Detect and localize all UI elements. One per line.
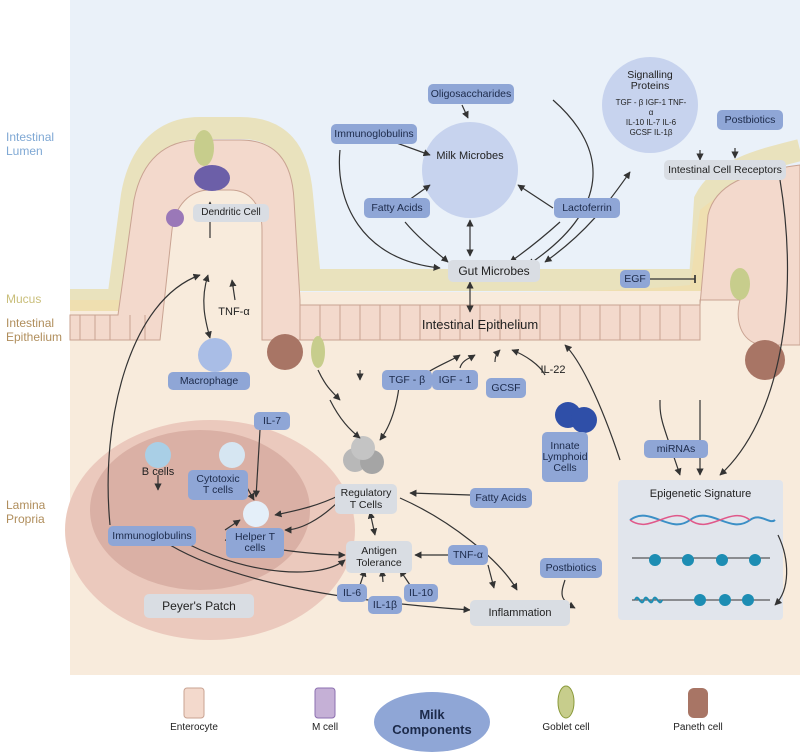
il7-box: IL-7: [254, 412, 290, 430]
lactoferrin-box: Lactoferrin: [554, 198, 620, 218]
milk-microbes-label: Milk Microbes: [436, 150, 504, 162]
dna-strand: [629, 514, 751, 526]
tnf-alpha-top-label: TNF-α: [218, 306, 250, 318]
signalling-item: IL-7: [646, 118, 661, 127]
signalling-item: TGF - β: [615, 98, 644, 107]
signalling-proteins-list: TGF - β IGF-1 TNF-α IL-10 IL-7 IL-6 GCSF…: [614, 98, 688, 138]
macrophage-box: Macrophage: [168, 372, 250, 390]
milk-microbes-circle: [422, 122, 518, 218]
postbiotics-top-box: Postbiotics: [717, 110, 783, 130]
legend-milk-components: Milk Components: [392, 707, 472, 737]
peyers-patch-box: Peyer's Patch: [144, 594, 254, 618]
helper-t-cell: [243, 501, 269, 527]
gcsf-box: GCSF: [486, 378, 526, 398]
goblet-cell: [311, 336, 325, 368]
region-label-epithelium: Intestinal Epithelium: [6, 316, 63, 344]
nucleosome: [682, 554, 694, 566]
cytotoxic-t-cell: [219, 442, 245, 468]
paneth-cell: [267, 334, 303, 370]
regulatory-t-cell: [351, 436, 375, 460]
immunoglobulins-lp-box: Immunoglobulins: [108, 526, 196, 546]
dendritic-cell-box: Dendritic Cell: [193, 204, 269, 222]
signalling-item: IL-10: [625, 118, 645, 127]
cytotoxic-t-cells-box: Cytotoxic T cells: [188, 470, 248, 500]
legend-m-cell: M cell: [311, 722, 339, 733]
igf1-box: IGF - 1: [432, 370, 478, 390]
il6-box: IL-6: [337, 584, 367, 602]
epigenetic-panel: [618, 480, 783, 620]
region-label-lamina: Lamina Propria: [6, 498, 46, 526]
nucleosome: [716, 554, 728, 566]
dna-strand: [629, 514, 776, 526]
b-cell: [145, 442, 171, 468]
helper-t-cells-box: Helper T cells: [226, 528, 284, 558]
goblet-cell: [730, 268, 750, 300]
b-cells-label: B cells: [141, 466, 175, 478]
oligosaccharides-box: Oligosaccharides: [428, 84, 514, 104]
peyers-patch-inner: [90, 430, 310, 590]
epithelium-cell-dividers: [79, 305, 681, 340]
nucleosome: [694, 594, 706, 606]
legend-paneth-cell: Paneth cell: [673, 722, 723, 733]
fatty-acids-top-box: Fatty Acids: [364, 198, 430, 218]
m-cell: [166, 209, 184, 227]
fatty-acids-lp-box: Fatty Acids: [470, 488, 532, 508]
signalling-item: TNF-α: [648, 98, 687, 117]
antigen-tolerance-box: Antigen Tolerance: [346, 541, 412, 573]
mirnas-box: miRNAs: [644, 440, 708, 458]
legend-enterocyte: Enterocyte: [170, 722, 218, 733]
signalling-item: IL-6: [662, 118, 677, 127]
legend-goblet-cell: Goblet cell: [542, 722, 590, 733]
il10-box: IL-10: [404, 584, 438, 602]
il1b-box: IL-1β: [368, 596, 402, 614]
enterocyte-icon: [183, 687, 205, 719]
postbiotics-lp-box: Postbiotics: [540, 558, 602, 578]
dendritic-cell-body: [194, 165, 230, 191]
milk-components-badge: [374, 692, 490, 752]
nucleosome: [719, 594, 731, 606]
immunoglobulins-top-box: Immunoglobulins: [331, 124, 417, 144]
gut-microbes-box: Gut Microbes: [448, 260, 540, 282]
tnf-alpha-lp-box: TNF-α: [448, 545, 488, 565]
region-label-lumen: Intestinal Lumen: [6, 130, 55, 158]
signalling-item: GCSF: [629, 128, 652, 137]
epigenetic-signature-label: Epigenetic Signature: [649, 488, 752, 500]
signalling-proteins-title: Signalling Proteins: [627, 69, 673, 92]
nucleosome: [649, 554, 661, 566]
innate-lymphoid-cells-box: Innate Lymphoid Cells: [542, 432, 588, 482]
paneth-cell-icon: [688, 688, 708, 718]
macrophage-cell: [198, 338, 232, 372]
egf-box: EGF: [620, 270, 650, 288]
tgf-beta-box: TGF - β: [382, 370, 432, 390]
intestinal-epithelium-label: Intestinal Epithelium: [421, 317, 539, 332]
arrows: [107, 99, 789, 614]
goblet-cell-icon: [557, 685, 575, 719]
goblet-cell: [194, 130, 214, 166]
signalling-proteins-circle: [602, 57, 698, 153]
signalling-item: IGF-1: [645, 98, 667, 107]
region-label-mucus: Mucus: [6, 292, 42, 306]
paneth-cell: [745, 340, 785, 380]
coil: [634, 596, 663, 604]
regulatory-t-cells-box: Regulatory T Cells: [335, 484, 397, 514]
il22-label: IL-22: [540, 364, 566, 376]
inflammation-box: Inflammation: [470, 600, 570, 626]
intestinal-cell-receptors-box: Intestinal Cell Receptors: [664, 160, 786, 180]
innate-lymphoid-cell: [571, 407, 597, 433]
nucleosome: [742, 594, 754, 606]
signalling-item: IL-1β: [654, 128, 673, 137]
m-cell-icon: [314, 687, 336, 719]
nucleosome: [749, 554, 761, 566]
